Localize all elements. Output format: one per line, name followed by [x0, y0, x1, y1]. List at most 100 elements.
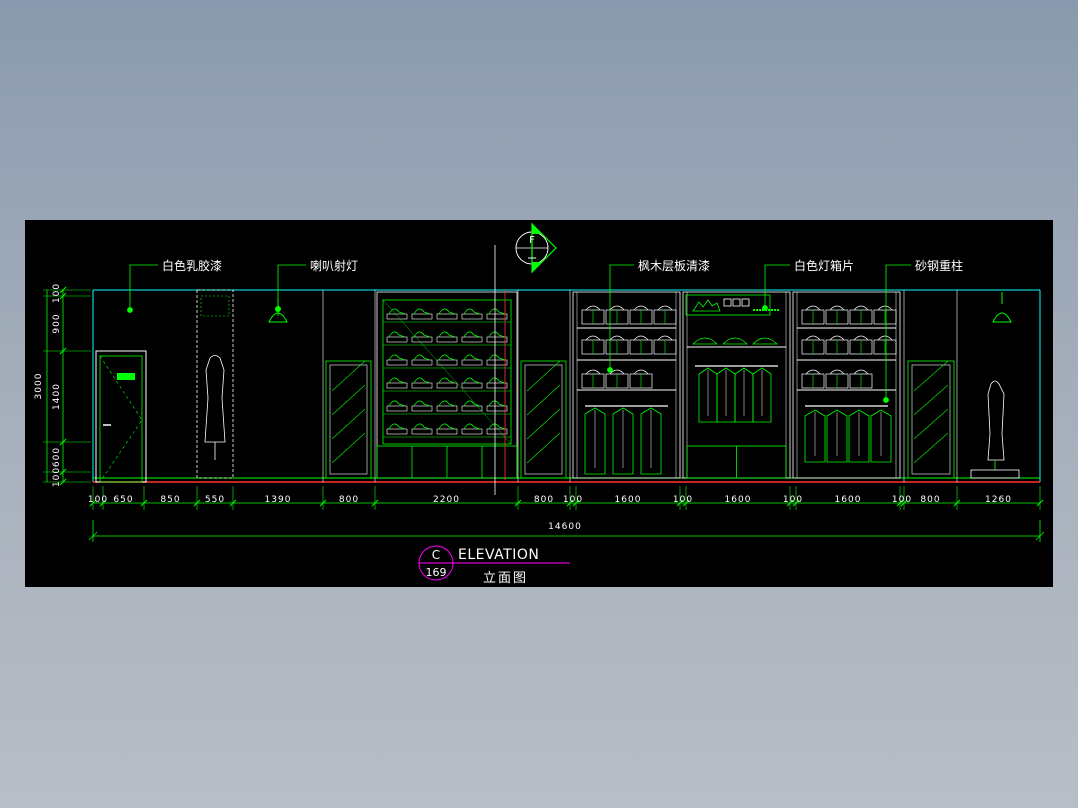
vertical-dimension-label: 1400 [52, 383, 62, 410]
folded-shirt-icon [825, 335, 849, 355]
horizontal-dimension-label: 1600 [725, 495, 752, 505]
door [95, 350, 147, 483]
section-marker-icon [494, 222, 557, 290]
title-block [418, 545, 570, 581]
shoe-icon [486, 400, 508, 412]
folded-shirt-icon [873, 305, 897, 325]
horizontal-dimension-label: 1600 [615, 495, 642, 505]
clothing-display-bays [572, 291, 901, 479]
title-elevation: ELEVATION [458, 547, 539, 563]
shoe-icon [411, 423, 433, 435]
folded-shirt-icon [629, 369, 653, 389]
folded-shirt-icon [629, 335, 653, 355]
horizontal-dimension-label: 100 [88, 495, 108, 505]
folded-shirt-icon [849, 305, 873, 325]
display-bay [682, 291, 791, 479]
horizontal-dimension-label: 1390 [265, 495, 292, 505]
dimension-tick [676, 499, 684, 507]
hanging-garment-icon [870, 409, 892, 463]
hanging-garment-icon [752, 367, 772, 423]
folded-shirt-icon [825, 305, 849, 325]
horizontal-dimension-label: 800 [920, 495, 940, 505]
callout-sandblasted-steel-column: 砂钢重柱 [915, 258, 963, 273]
shoe-display-cabinet [376, 290, 518, 495]
folded-shirt-icon [605, 369, 629, 389]
shoe-icon [436, 331, 458, 343]
horizontal-dimension-label: 1600 [835, 495, 862, 505]
dimension-tick [572, 499, 580, 507]
dimension-tick [140, 499, 148, 507]
folded-shirt-icon [605, 335, 629, 355]
horizontal-dimension-label: 550 [205, 495, 225, 505]
mannequin-niche [196, 289, 234, 479]
shoe-icon [461, 423, 483, 435]
hanging-garment-icon [716, 367, 736, 423]
dimension-tick [59, 478, 67, 486]
horizontal-dimension-label: 100 [563, 495, 583, 505]
folded-shirt-icon [581, 369, 605, 389]
shoe-icon [436, 400, 458, 412]
shoe-icon [461, 354, 483, 366]
dimension-tick [59, 347, 67, 355]
dimension-tick [514, 499, 522, 507]
callout-white-latex-paint: 白色乳胶漆 [162, 258, 222, 273]
shoe-icon [411, 331, 433, 343]
hanging-garment-icon [826, 409, 848, 463]
dimension-tick [371, 499, 379, 507]
lightbox-sign [685, 294, 780, 316]
total-height-label: 3000 [34, 373, 44, 400]
shoe-icon [436, 354, 458, 366]
shoe-icon [386, 423, 408, 435]
folded-shirt-icon [801, 369, 825, 389]
mirror-panel [325, 360, 372, 479]
folded-shirt-icon [581, 305, 605, 325]
hanging-garment-icon [612, 407, 634, 475]
folded-shirt-icon [581, 335, 605, 355]
mannequin-stand [970, 380, 1020, 479]
folded-shirt-icon [653, 305, 677, 325]
mirror-panels [325, 360, 955, 479]
total-dimension [88, 520, 1045, 542]
horizontal-dimension-label: 2200 [433, 495, 460, 505]
folded-shirt-icon [692, 337, 718, 345]
dimension-tick [59, 292, 67, 300]
dimension-tick [319, 499, 327, 507]
folded-shirt-icon [722, 337, 748, 345]
dimension-tick [1036, 499, 1044, 507]
shoe-icon [486, 331, 508, 343]
folded-shirt-icon [605, 305, 629, 325]
hanging-garment-icon [734, 367, 754, 423]
folded-shirt-icon [849, 335, 873, 355]
shoe-icon [486, 423, 508, 435]
title-letter: C [432, 548, 440, 562]
folded-shirt-icon [801, 305, 825, 325]
shoe-icon [461, 377, 483, 389]
dimension-tick [792, 499, 800, 507]
glass-hatch [382, 299, 512, 445]
shoe-icon [386, 308, 408, 320]
dimension-tick [682, 499, 690, 507]
shoe-icon [411, 354, 433, 366]
horizontal-dimension-label: 100 [892, 495, 912, 505]
shoe-icon [461, 400, 483, 412]
dimension-tick [59, 286, 67, 294]
horizontal-dimension-label: 850 [160, 495, 180, 505]
folded-shirt-icon [873, 335, 897, 355]
folded-shirt-icon [801, 335, 825, 355]
shoe-icon [411, 400, 433, 412]
shoe-icon [486, 354, 508, 366]
folded-shirt-icon [629, 305, 653, 325]
title-number: 169 [426, 566, 447, 579]
folded-shirt-icon [849, 369, 873, 389]
folded-shirt-icon [752, 337, 778, 345]
display-bay [792, 291, 901, 479]
callout-leaders [127, 264, 911, 403]
folded-shirt-icon [653, 335, 677, 355]
vertical-dimension-label: 100 [52, 283, 62, 303]
shoe-icon [461, 308, 483, 320]
vertical-dimension-label: 600 [52, 447, 62, 467]
